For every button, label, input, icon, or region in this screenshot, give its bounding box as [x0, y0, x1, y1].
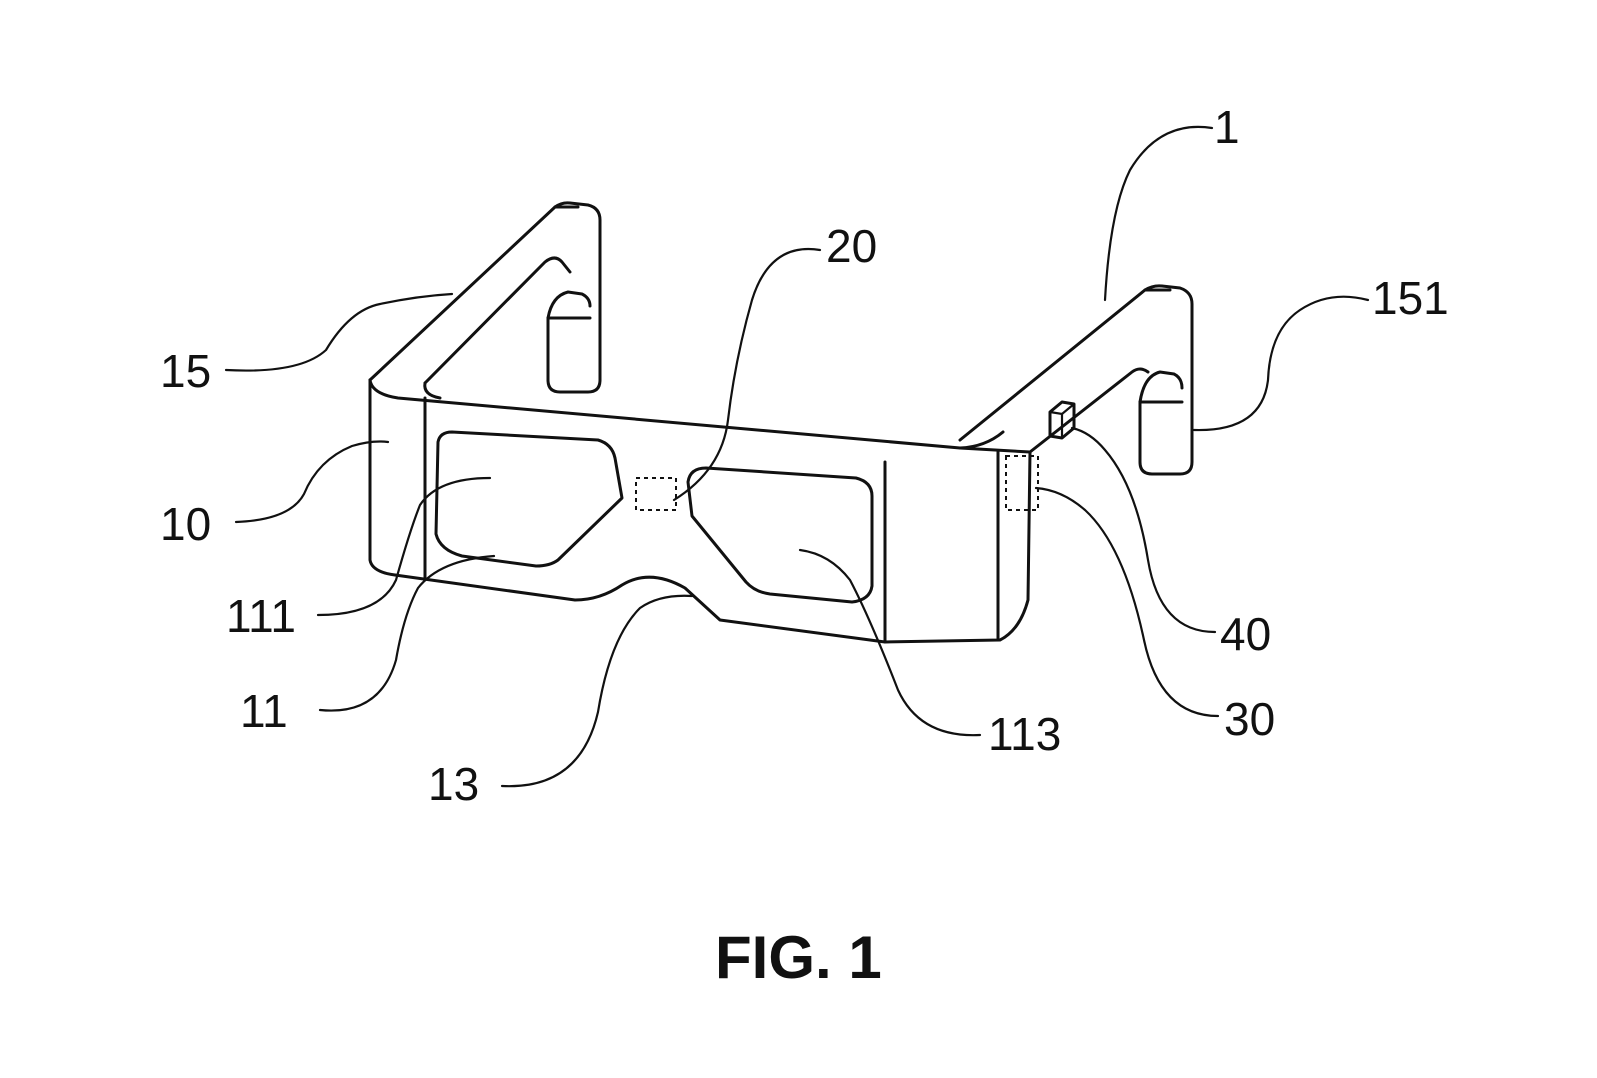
- leader-151: [1194, 297, 1368, 430]
- leader-10: [236, 442, 388, 523]
- component-30: [1006, 456, 1038, 510]
- sensor-module-20: [636, 478, 676, 510]
- label-40: 40: [1220, 608, 1271, 660]
- label-30: 30: [1224, 693, 1275, 745]
- label-151: 151: [1372, 272, 1449, 324]
- label-10: 10: [160, 498, 211, 550]
- leader-11: [320, 556, 494, 711]
- leader-13: [502, 596, 692, 786]
- right-temple-arm: [960, 286, 1192, 474]
- label-15: 15: [160, 345, 211, 397]
- label-13: 13: [428, 758, 479, 810]
- reference-labels: 1 20 151 15 10 111 11 13 113 40 30: [160, 101, 1449, 810]
- label-20: 20: [826, 220, 877, 272]
- leader-20: [674, 249, 820, 500]
- frame-front: [370, 380, 1030, 642]
- label-1: 1: [1214, 101, 1240, 153]
- label-11: 11: [240, 685, 288, 737]
- leader-40: [1072, 428, 1215, 632]
- leader-30: [1036, 488, 1218, 716]
- leader-15: [226, 294, 452, 371]
- figure-caption: FIG. 1: [715, 924, 882, 991]
- glasses-drawing: [370, 203, 1192, 642]
- leader-lines: [226, 127, 1368, 786]
- label-113: 113: [988, 708, 1061, 760]
- label-111: 111: [226, 590, 296, 642]
- leader-111: [318, 478, 490, 615]
- leader-1: [1105, 127, 1212, 300]
